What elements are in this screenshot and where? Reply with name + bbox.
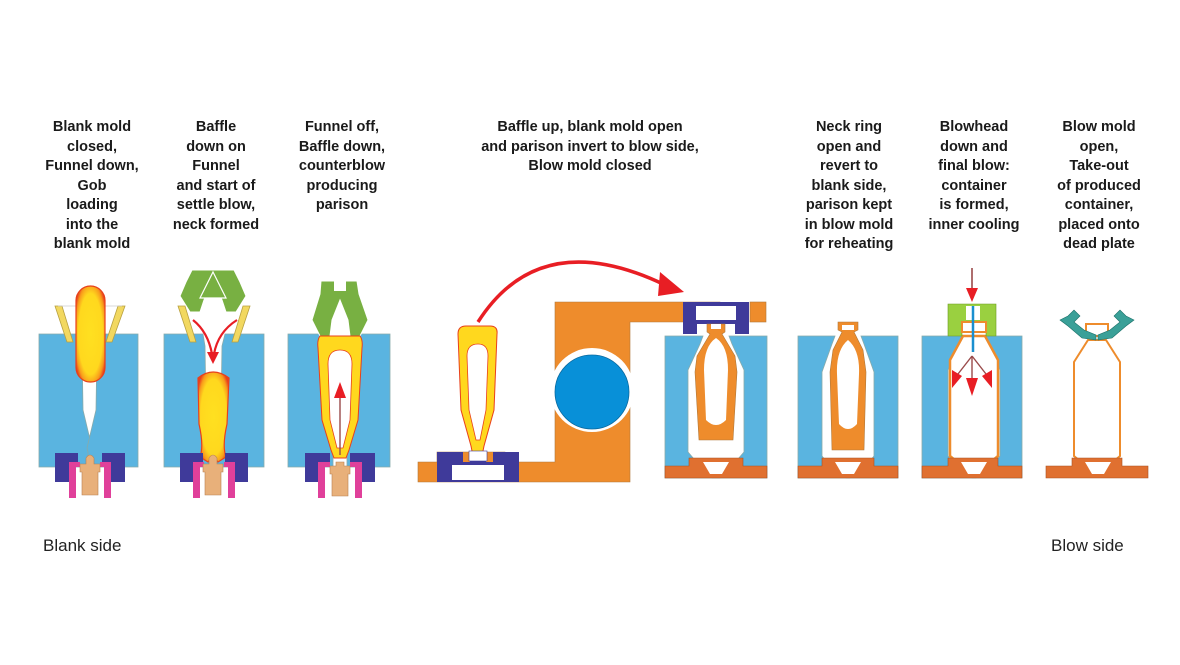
finished-container xyxy=(1073,339,1121,467)
air-inlet-arrow xyxy=(966,288,978,302)
settle-blow-arrow-right xyxy=(212,319,238,355)
takeout-tongs-right xyxy=(1097,309,1135,341)
plunger xyxy=(79,454,101,496)
stage-2-settle-blow xyxy=(163,269,265,498)
arrowhead xyxy=(207,352,219,364)
funnel-right xyxy=(105,305,126,343)
caption-stage-3: Funnel off, Baffle down, counterblow pro… xyxy=(298,119,386,213)
formed-container xyxy=(948,334,1000,468)
blank-side-label: Blank side xyxy=(43,536,122,555)
invert-arrow xyxy=(476,260,666,323)
thimble xyxy=(69,462,76,498)
stage-4-invert xyxy=(417,260,768,483)
caption-stage-5: Neck ring open and revert to blank side,… xyxy=(804,119,894,252)
invert-roller xyxy=(554,354,630,430)
settle-blow-arrow-left xyxy=(192,319,214,355)
stage-3-counterblow xyxy=(287,280,391,498)
caption-stage-7: Blow mold open, Take-out of produced con… xyxy=(1057,119,1141,252)
takeout-tongs-left xyxy=(1059,309,1097,341)
caption-stage-1: Blank mold closed, Funnel down, Gob load… xyxy=(45,119,139,252)
gob xyxy=(75,285,106,383)
stage-5-reheat xyxy=(797,321,899,479)
gob-settled xyxy=(197,371,230,463)
caption-stage-4: Baffle up, blank mold open and parison i… xyxy=(481,119,699,174)
blow-side-label: Blow side xyxy=(1051,536,1124,555)
caption-stage-6: Blowhead down and final blow: container … xyxy=(928,119,1020,233)
caption-stage-2: Baffle down on Funnel and start of settl… xyxy=(172,119,260,233)
stage-6-final-blow xyxy=(921,268,1023,479)
stage-7-takeout xyxy=(1045,309,1149,479)
stage-1-blank-mold-gob-loading xyxy=(38,285,139,498)
